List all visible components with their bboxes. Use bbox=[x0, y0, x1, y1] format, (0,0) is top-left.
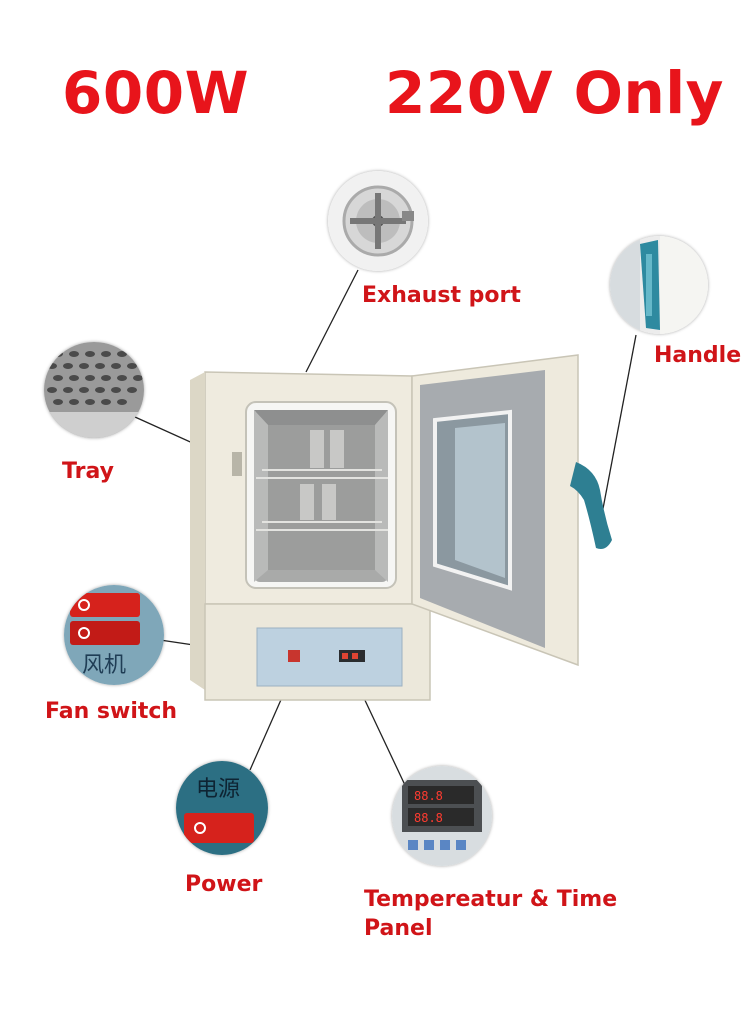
power-switch-chinese-text: 电源 bbox=[196, 777, 241, 802]
power-switch-icon bbox=[184, 813, 254, 843]
panel-label-line2: Panel bbox=[364, 916, 433, 941]
fan-switch-chinese-text: 风机 bbox=[82, 653, 127, 678]
oven-body bbox=[190, 371, 431, 701]
voltage-title: 220V Only bbox=[385, 59, 724, 127]
oven-door bbox=[411, 354, 612, 667]
handle-icon bbox=[610, 236, 708, 334]
exhaust-port-inset bbox=[328, 171, 428, 271]
power-label: Power bbox=[185, 872, 263, 897]
svg-text:88.8: 88.8 bbox=[414, 789, 443, 803]
fan-switch-inset: 风机 bbox=[64, 585, 164, 685]
fan-switch-icon bbox=[70, 593, 140, 617]
tray-plates bbox=[300, 430, 344, 520]
svg-text:88.8: 88.8 bbox=[414, 811, 443, 825]
tray-icon bbox=[44, 342, 144, 438]
handle-leader-line bbox=[597, 334, 637, 536]
exhaust-port-icon bbox=[328, 171, 428, 271]
power-switch-inset: 电源 bbox=[176, 761, 268, 855]
exhaust-port-label: Exhaust port bbox=[362, 283, 521, 308]
power-rating-title: 600W bbox=[62, 59, 250, 127]
fan-switch-label: Fan switch bbox=[45, 699, 178, 724]
handle-inset bbox=[610, 236, 708, 334]
panel-label-line1: Tempereatur & Time bbox=[364, 887, 618, 912]
tray-label: Tray bbox=[62, 459, 114, 484]
control-panel-icon: 88.8 88.8 bbox=[392, 766, 492, 866]
tray-inset bbox=[44, 342, 144, 438]
control-panel-inset: 88.8 88.8 bbox=[392, 766, 492, 866]
exhaust-leader-line bbox=[305, 269, 359, 373]
handle-label: Handle bbox=[654, 343, 742, 368]
tray-shelves bbox=[256, 469, 388, 531]
